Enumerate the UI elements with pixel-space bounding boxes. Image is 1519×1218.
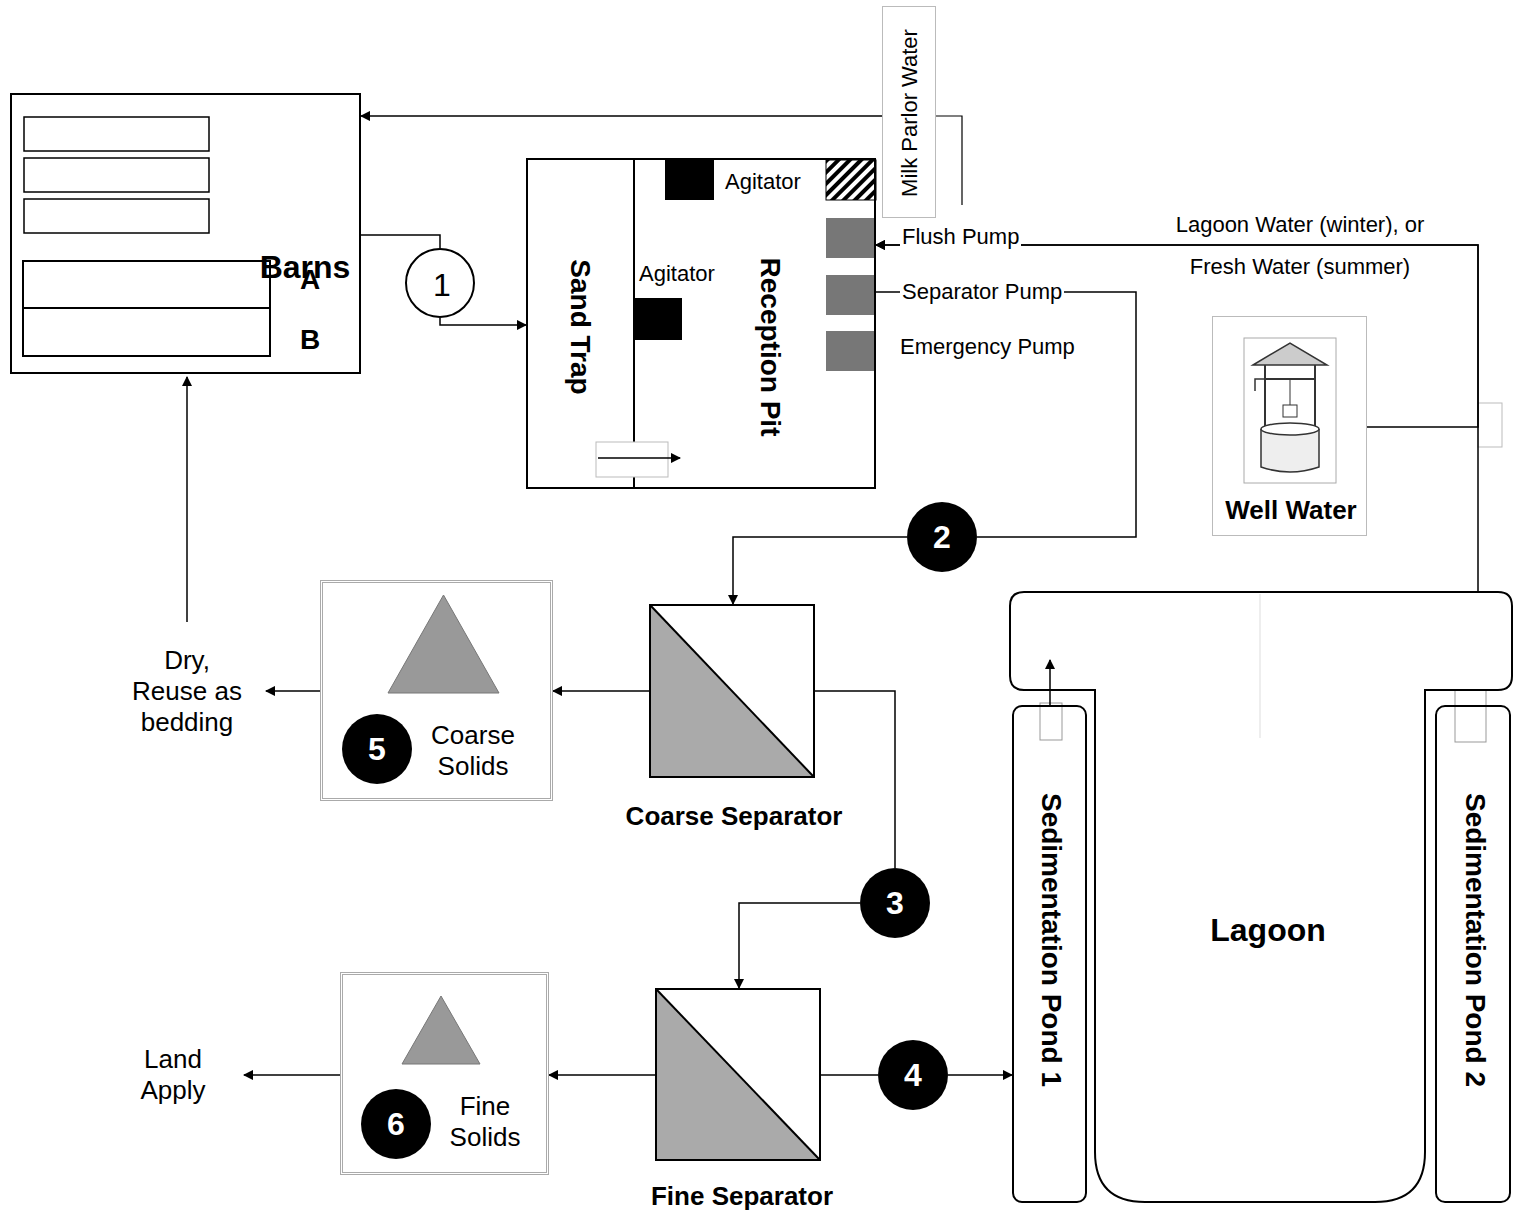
node-text: 4 xyxy=(904,1056,922,1094)
label-text: A xyxy=(300,263,320,297)
solids-box: Fine Solids 6 xyxy=(340,972,549,1175)
solids-box: Coarse Solids 5 xyxy=(320,580,553,801)
agitator-symbol xyxy=(665,160,714,200)
flow-connector xyxy=(440,318,526,325)
pump-symbol xyxy=(826,275,876,315)
callout-number: 4 xyxy=(878,1040,948,1110)
node-text: Reception Pit xyxy=(753,258,787,437)
land-apply-arrow xyxy=(244,1074,340,1076)
node-text: Coarse Separator xyxy=(626,801,843,832)
node-text: Fine Separator xyxy=(651,1181,833,1212)
node-shape xyxy=(657,990,823,1163)
node-text: Lagoon xyxy=(1210,911,1326,949)
flow-connector xyxy=(549,1074,655,1076)
well-rim xyxy=(1261,423,1319,435)
weir-box xyxy=(596,442,668,477)
node-text: Sedimentation Pond 2 xyxy=(1458,793,1492,1087)
node-text: Well Water xyxy=(1225,495,1356,526)
agitator-symbol xyxy=(634,298,682,340)
well-box: Well Water xyxy=(1212,316,1367,536)
flow-connector xyxy=(361,235,440,248)
pond-box: Sedimentation Pond 2 xyxy=(1435,705,1511,1203)
solids-pile xyxy=(402,996,480,1064)
node-text: 1 xyxy=(433,266,451,304)
pond-connector xyxy=(1455,690,1486,742)
flow-connector xyxy=(1049,660,1051,705)
node-text: Sand Trap xyxy=(563,259,597,394)
pump-symbol xyxy=(826,218,876,258)
label-text: Dry, Reuse as bedding xyxy=(125,645,250,739)
flow-connector xyxy=(876,292,1136,537)
node-shape xyxy=(651,606,817,780)
separator-fill xyxy=(651,606,813,776)
flow-connector xyxy=(739,903,860,988)
hatched-block xyxy=(826,160,876,200)
node-text: Coarse Solids xyxy=(418,720,528,782)
label-text: Agitator xyxy=(725,169,801,195)
well-rope xyxy=(1290,379,1291,405)
well-crank xyxy=(1255,379,1265,391)
flow-connector xyxy=(553,690,649,692)
node-text: Milk Parlor Water xyxy=(897,29,923,197)
lagoon-outline xyxy=(1010,592,1512,1202)
flow-connector xyxy=(361,115,882,117)
node-text: Sedimentation Pond 1 xyxy=(1034,793,1068,1087)
pit-box: Sand Trap Reception Pit xyxy=(526,158,876,489)
label-text: Land Apply xyxy=(131,1044,216,1106)
callout-number: 3 xyxy=(860,868,930,938)
separator-box: Fine Separator xyxy=(655,988,821,1161)
bedding-return-arrow xyxy=(186,377,188,622)
junction-box xyxy=(1478,403,1502,447)
pond-connector xyxy=(1040,703,1062,740)
lagoon-divider xyxy=(1260,594,1261,738)
flow-connector xyxy=(733,537,907,604)
pump-symbol xyxy=(826,331,876,371)
flow-connector xyxy=(815,691,895,868)
separator-fill xyxy=(657,990,819,1159)
node-text: 6 xyxy=(387,1105,405,1143)
barn-stall xyxy=(24,117,209,151)
node-text: 2 xyxy=(933,518,951,556)
node-text: Fine Solids xyxy=(440,1091,530,1153)
node-text: 3 xyxy=(886,884,904,922)
callout-number: 6 xyxy=(361,1089,431,1159)
bedding-arrow xyxy=(266,690,320,692)
flow-arrow xyxy=(598,457,680,459)
barn-stall xyxy=(23,308,270,356)
well-bucket xyxy=(1283,405,1297,417)
separator-diagonal xyxy=(651,606,813,776)
label-text: Lagoon Water (winter), or Fresh Water (s… xyxy=(1150,204,1450,288)
label-text: Separator Pump xyxy=(900,279,1064,305)
callout-number: 2 xyxy=(907,502,977,572)
flow-connector xyxy=(876,245,1478,592)
flow-connector xyxy=(948,1074,1012,1076)
callout-number: 5 xyxy=(342,714,412,784)
separator-diagonal xyxy=(657,990,819,1159)
well-roof xyxy=(1253,343,1327,365)
callout-number: 1 xyxy=(405,248,475,318)
node-text: 5 xyxy=(368,730,386,768)
water-source-box: Milk Parlor Water xyxy=(882,6,936,218)
label-text: Flush Pump xyxy=(900,224,1021,250)
barn-stall xyxy=(23,261,270,308)
barn-stall xyxy=(24,199,209,233)
label-text: Agitator xyxy=(639,261,715,287)
barn-stall xyxy=(24,158,209,192)
pond-box: Sedimentation Pond 1 xyxy=(1012,705,1087,1203)
solids-pile xyxy=(388,595,499,693)
flush-line xyxy=(936,116,962,205)
label-text: Emergency Pump xyxy=(900,334,1075,360)
flow-connector xyxy=(821,1074,878,1076)
picture-frame xyxy=(1244,338,1336,483)
label-text: B xyxy=(300,323,320,357)
separator-box: Coarse Separator xyxy=(649,604,815,778)
